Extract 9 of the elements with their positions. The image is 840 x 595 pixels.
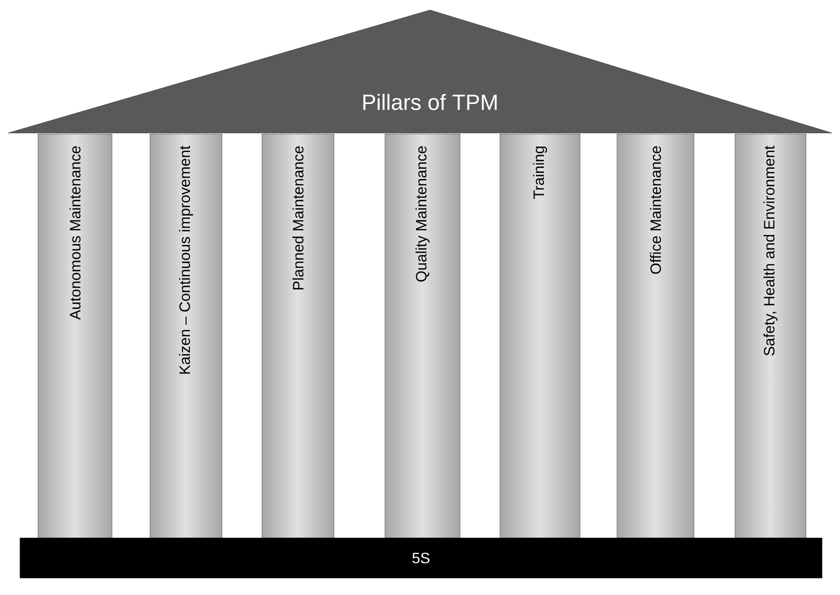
pillar: Office Maintenance — [616, 134, 694, 538]
pillar: Kaizen – Continuous improvement — [150, 134, 222, 538]
roof-title: Pillars of TPM — [8, 10, 832, 134]
base-bar: 5S — [20, 538, 822, 578]
pillar: Planned Maintenance — [262, 134, 334, 538]
pillar: Autonomous Maintenance — [38, 134, 112, 538]
pillar: Quality Maintenance — [384, 134, 460, 538]
pillar: Safety, Health and Environment — [734, 134, 806, 538]
pillar: Training — [500, 134, 580, 538]
